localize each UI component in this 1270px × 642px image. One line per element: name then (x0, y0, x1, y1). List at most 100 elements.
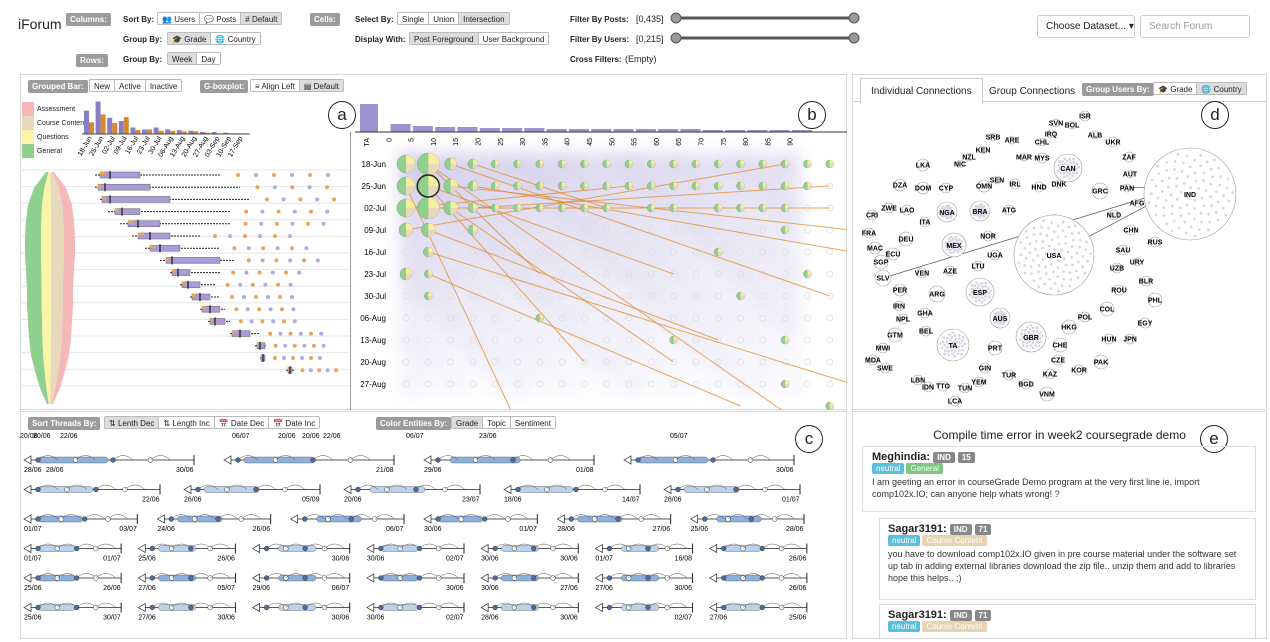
thread-start-triangle (663, 484, 672, 495)
search-input[interactable]: Search Forum (1140, 15, 1250, 38)
select-union-button[interactable]: Union (429, 13, 460, 24)
group-users-country-button[interactable]: 🌐 Country (1197, 83, 1246, 94)
sort-length-inc-button[interactable]: ⇅ Length Inc (159, 417, 215, 428)
outlier (259, 221, 264, 226)
density-cell (734, 329, 757, 351)
col-tick: 90 (788, 138, 795, 146)
grid-dot (536, 248, 544, 256)
pie-slice (673, 186, 678, 190)
grid-dot (491, 226, 499, 234)
col-hist-bar (680, 129, 701, 132)
row-tick: 20-Aug (360, 358, 386, 367)
grid-dot (581, 248, 588, 256)
pie-slice (629, 186, 633, 190)
reply-arc (95, 573, 117, 579)
reply-arc (61, 514, 82, 520)
grid-dot (558, 226, 566, 234)
bar-active (181, 131, 187, 134)
grouped-active-button[interactable]: Active (115, 80, 146, 91)
sort-by-group: 👥 Users 💬 Posts # Default (157, 12, 283, 25)
rows-week-button[interactable]: Week (168, 53, 198, 64)
grouped-new-button[interactable]: New (90, 80, 116, 91)
group-users-grade-button[interactable]: 🎓 Grade (1154, 83, 1198, 94)
thread-post-block (500, 545, 539, 552)
density-cell (778, 153, 801, 175)
box-active (210, 318, 213, 322)
grid-dot (424, 336, 432, 344)
sort-date-inc-button[interactable]: 📅 Date Inc (273, 419, 316, 428)
outlier (290, 246, 294, 251)
pie-slice (472, 225, 478, 230)
thread-end-date: 30/06 (675, 585, 693, 592)
sort-posts-button[interactable]: 💬 Posts (200, 13, 242, 24)
density-cell (488, 373, 511, 395)
outlier (275, 246, 280, 251)
thread-start-triangle (223, 455, 232, 465)
group-country-button[interactable]: 🌐 Country (215, 35, 256, 44)
thread-start-triangle (23, 602, 32, 613)
color-sentiment-button[interactable]: Sentiment (514, 419, 551, 428)
box-active (232, 330, 236, 334)
posts-slider-max-handle[interactable] (848, 12, 860, 24)
thread-start-date: 27/06 (138, 615, 156, 622)
sort-length-dec-button[interactable]: ⇅ Lenth Dec (105, 417, 160, 428)
reply-arc (637, 455, 659, 461)
pie-slice (562, 164, 567, 168)
select-intersection-button[interactable]: Intersection (459, 13, 509, 24)
density-cell (421, 263, 444, 285)
grouped-inactive-button[interactable]: Inactive (149, 82, 178, 91)
thread-post-block (158, 604, 196, 611)
grid-dot (603, 358, 611, 366)
grid-dot (737, 270, 744, 278)
box-active (172, 269, 175, 273)
tab-individual-connections[interactable]: Individual Connections (860, 78, 983, 105)
align-left-button[interactable]: ≡ Align Left (251, 80, 300, 91)
display-post-foreground-button[interactable]: Post Foreground (410, 33, 479, 44)
reply-arc (95, 484, 117, 490)
sort-users-button[interactable]: 👥 Users (158, 13, 201, 24)
col-tick: 25 (498, 138, 505, 146)
posts-slider-min-handle[interactable] (670, 12, 682, 24)
thread-end-date: 30/06 (446, 585, 464, 592)
select-single-button[interactable]: Single (398, 13, 430, 24)
outlier (236, 173, 240, 177)
outlier (317, 368, 322, 373)
sort-date-dec-button[interactable]: 📅 Date Dec (215, 417, 270, 428)
color-grade-button[interactable]: Grade (452, 417, 484, 428)
grid-dot (447, 380, 454, 388)
grid-dot (581, 270, 588, 278)
grid-dot (781, 248, 789, 256)
reply-arc (37, 455, 59, 461)
reply-arc (312, 455, 334, 461)
filter-sliders[interactable] (668, 10, 862, 46)
thread-start-date: 29/06 (424, 467, 442, 474)
color-topic-button[interactable]: Topic (483, 417, 511, 428)
tab-group-connections[interactable]: Group Connections (989, 86, 1076, 97)
reply-arc (437, 455, 459, 461)
rows-day-button[interactable]: Day (201, 55, 216, 64)
dataset-select[interactable]: Choose Dataset... ▾ (1037, 15, 1135, 38)
default-button[interactable]: ▤ Default (299, 80, 343, 91)
reply-arc (95, 543, 117, 549)
col-hist-bar (524, 128, 545, 132)
thread-end-date: 30/07 (103, 615, 121, 622)
bar-new (142, 129, 147, 134)
thread-end-date: 26/06 (789, 585, 807, 592)
density-cell (421, 351, 444, 373)
thread-post-block (577, 515, 623, 523)
select-by-label: Select By: (355, 15, 394, 24)
sort-default-button[interactable]: # Default (241, 13, 282, 24)
outlier (268, 307, 273, 312)
group-grade-button[interactable]: 🎓 Grade (168, 33, 212, 44)
density-cell (511, 153, 534, 175)
users-slider-max-handle[interactable] (848, 32, 860, 44)
display-user-background-button[interactable]: User Background (482, 35, 545, 44)
outlier (281, 197, 286, 202)
pie-slice (785, 208, 790, 212)
thread-start-date: 27/06 (710, 615, 728, 622)
pie-slice (584, 186, 589, 190)
users-slider-min-handle[interactable] (670, 32, 682, 44)
grid-dot (647, 336, 655, 344)
col-tick: 70 (699, 138, 706, 146)
